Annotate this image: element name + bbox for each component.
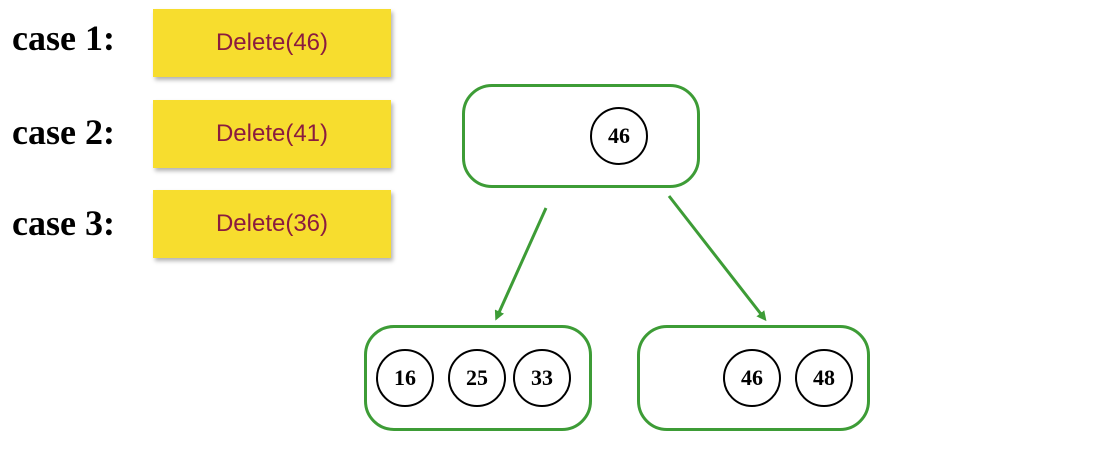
right-child-node: 46 48: [637, 325, 870, 431]
case-label-3: case 3:: [12, 203, 115, 243]
root-key-1: 46: [590, 107, 648, 165]
left-child-node: 16 25 33: [364, 325, 592, 431]
left-child-key-1: 16: [376, 349, 434, 407]
left-child-key-2: 25: [448, 349, 506, 407]
case-2-operation: Delete(41): [153, 100, 391, 168]
edge-root-to-right-child: [667, 195, 767, 322]
left-child-key-3: 33: [513, 349, 571, 407]
case-label-1: case 1:: [12, 18, 115, 58]
case-3-operation: Delete(36): [153, 190, 391, 258]
right-child-key-2: 48: [795, 349, 853, 407]
right-child-key-1: 46: [723, 349, 781, 407]
case-label-2: case 2:: [12, 112, 115, 152]
case-1-operation: Delete(46): [153, 9, 391, 77]
root-node: 46: [462, 84, 700, 188]
edge-root-to-left-child: [494, 207, 548, 321]
